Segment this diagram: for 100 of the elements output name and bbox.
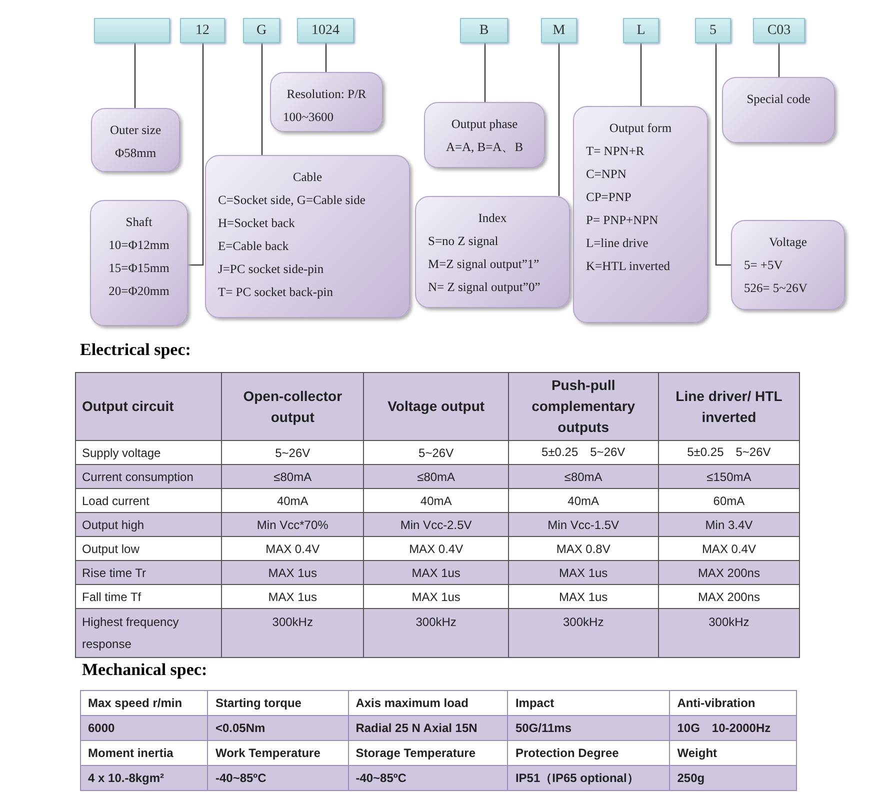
option-text: 100~3600 [283, 109, 335, 126]
code-box [623, 18, 659, 43]
column-header: Voltage output [364, 372, 508, 440]
option-text: N= Z signal output”0” [428, 279, 542, 296]
option-text: 5= +5V [744, 257, 784, 274]
table-cell: MAX 1us [364, 560, 508, 584]
leader-line [640, 43, 642, 106]
description-box [91, 108, 180, 172]
box-heading: Output phase [450, 116, 519, 133]
option-text: CP=PNP [586, 189, 632, 206]
table-cell: MAX 1us [221, 560, 364, 584]
table-cell: -40~85ºC [348, 766, 508, 790]
box-heading: Output form [608, 120, 673, 137]
box-heading: Cable [292, 169, 324, 186]
table-cell: Radial 25 N Axial 15N [348, 716, 508, 740]
code-box [180, 18, 225, 43]
table-cell: ≤150mA [658, 464, 800, 488]
table-cell: 300kHz [508, 608, 658, 658]
box-heading: Shaft [124, 214, 154, 231]
code-box [753, 18, 805, 43]
column-header: Anti-vibration [670, 690, 796, 716]
option-text: H=Socket back [218, 215, 296, 232]
option-text: C=Socket side, G=Cable side [218, 192, 366, 209]
table-cell: Min Vcc-1.5V [508, 512, 658, 536]
code-box [297, 18, 354, 43]
code-box [243, 18, 280, 43]
table-cell: 4 x 10.-8kgm² [80, 766, 208, 790]
table-cell: 250g [670, 766, 796, 790]
box-heading: Voltage [768, 234, 808, 251]
code-text: 5 [710, 22, 716, 38]
option-text: M=Z signal output”1” [428, 256, 540, 273]
table-cell: ≤80mA [221, 464, 364, 488]
option-text: T= NPN+R [586, 143, 646, 160]
table-cell: <0.05Nm [208, 716, 348, 740]
column-header: Push-pull complementary outputs [508, 372, 658, 440]
description-box [424, 102, 545, 168]
description-box [722, 77, 835, 143]
table-cell: 50G/11ms [508, 716, 670, 740]
table-cell: 300kHz [221, 608, 364, 658]
code-box [695, 18, 731, 43]
option-text: 10=Φ12mm [108, 237, 170, 254]
code-box [94, 18, 170, 43]
box-heading: Outer size [108, 122, 162, 139]
box-heading: Index [477, 210, 508, 227]
leader-line [325, 43, 327, 72]
table-cell: Min Vcc-2.5V [364, 512, 508, 536]
option-text: J=PC socket side-pin [218, 261, 325, 278]
table-cell: 6000 [80, 716, 208, 740]
table-cell: 300kHz [658, 608, 800, 658]
code-text: C03 [767, 22, 791, 38]
code-text: L [636, 22, 646, 38]
table-cell: ≤80mA [508, 464, 658, 488]
option-text: T= PC socket back-pin [218, 284, 334, 301]
table-cell: ≤80mA [364, 464, 508, 488]
table-cell: 300kHz [364, 608, 508, 658]
leader-line [558, 43, 560, 196]
leader-line [188, 43, 204, 266]
row-header: Output high [76, 512, 222, 536]
table-cell: Min Vcc*70% [221, 512, 364, 536]
table-cell: -40~85ºC [208, 766, 348, 790]
column-header: Open-collector output [221, 372, 364, 440]
leader-line [778, 43, 780, 77]
option-text: K=HTL inverted [586, 258, 671, 275]
option-text: S=no Z signal [428, 233, 500, 250]
option-text: 15=Φ15mm [108, 260, 170, 277]
option-text: A=A, B=A、B [444, 139, 524, 156]
column-header: Max speed r/min [80, 690, 208, 716]
option-text: P= PNP+NPN [586, 212, 660, 229]
table-cell: Min 3.4V [658, 512, 800, 536]
row-header: Current consumption [76, 464, 222, 488]
column-header: Axis maximum load [348, 690, 508, 716]
column-header: Output circuit [76, 372, 222, 440]
code-text: B [479, 22, 489, 38]
option-text: E=Cable back [218, 238, 290, 255]
column-header: Starting torque [208, 690, 348, 716]
code-box [460, 18, 508, 43]
box-heading: Resolution: P/R [286, 86, 368, 103]
option-text: L=line drive [586, 235, 650, 252]
description-box [205, 155, 410, 318]
leader-line [261, 43, 263, 155]
table-cell: IP51（IP65 optional） [508, 766, 670, 790]
option-text: C=NPN [586, 166, 628, 183]
leader-line [134, 43, 136, 108]
description-box [270, 72, 383, 132]
option-text: Φ58mm [114, 145, 158, 162]
row-header: Rise time Tr [76, 560, 222, 584]
code-text: 1024 [312, 22, 340, 38]
leader-line [484, 43, 486, 102]
option-text: 20=Φ20mm [108, 283, 170, 300]
code-text: M [552, 22, 566, 38]
description-box [90, 200, 188, 326]
section-heading: Electrical spec: [80, 340, 191, 360]
description-box [573, 106, 708, 323]
description-box [415, 196, 570, 308]
code-box [541, 18, 577, 43]
leader-line [715, 43, 731, 266]
column-header: Impact [508, 690, 670, 716]
code-text: 12 [196, 22, 210, 38]
column-header: Line driver/ HTL inverted [658, 372, 800, 440]
table-cell: 10G 10-2000Hz [670, 716, 796, 740]
